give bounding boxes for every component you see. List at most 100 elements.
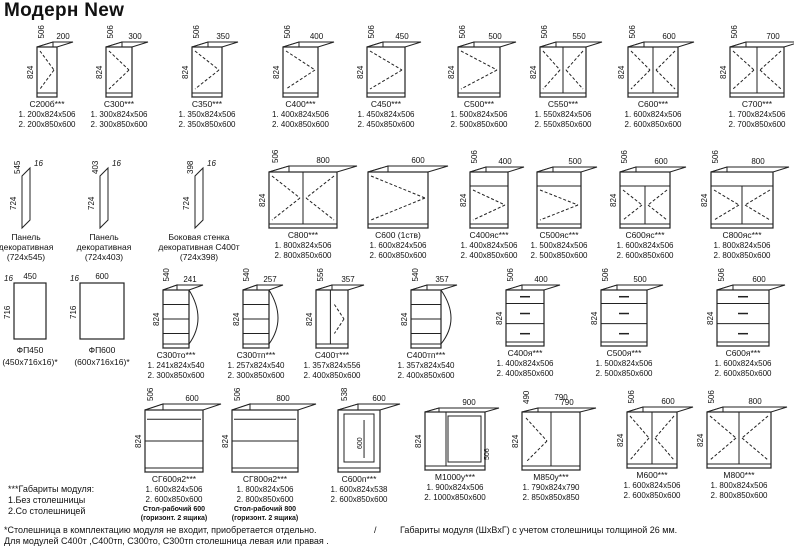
module-code: С400я*** xyxy=(508,348,544,358)
module-variant-2: 2. 300x850x600 xyxy=(148,371,205,380)
module-variant-2: 2. 600x850x600 xyxy=(624,491,681,500)
module-code: СГ600я2*** xyxy=(152,474,197,484)
height-dim: 824 xyxy=(95,65,104,79)
module-variant-1: 1. 200x824x506 xyxy=(19,110,76,119)
depth-dim: 538 xyxy=(340,387,349,401)
module-variant-2: 2. 600x850x600 xyxy=(370,251,427,260)
module-variant-2: 2. 1000x850x600 xyxy=(424,493,486,502)
module-code: С800*** xyxy=(288,230,319,240)
facade-size: (600x716x16)* xyxy=(74,357,130,367)
module-variant-1: 1. 450x824x506 xyxy=(358,110,415,119)
module-variant-2: 2. 400x850x600 xyxy=(272,120,329,129)
module-code: С500*** xyxy=(464,99,495,109)
module-code: С200б*** xyxy=(29,99,65,109)
module-variant-1: 1. 241x824x540 xyxy=(148,361,205,370)
module-variant-1: 1. 600x824x506 xyxy=(625,110,682,119)
module-variant-1: 1. 257x824x540 xyxy=(228,361,285,370)
width-dim: 800 xyxy=(748,397,762,406)
height-dim: 824 xyxy=(511,434,520,448)
width-dim: 400 xyxy=(534,275,548,284)
panel-width-dim: 403 xyxy=(91,160,100,174)
width-dim: 357 xyxy=(341,275,355,284)
module-variant-1: 1. 357x824x556 xyxy=(304,361,361,370)
module-variant-2: 2. 700x850x600 xyxy=(729,120,786,129)
width-dim: 600 xyxy=(654,157,668,166)
panel-size: (724x403) xyxy=(85,252,123,262)
cabinet-front xyxy=(367,171,429,229)
panel-name: Панель xyxy=(11,232,41,242)
module-variant-2: 2. 800x850x600 xyxy=(237,495,294,504)
module-variant-2: 2. 200x850x600 xyxy=(19,120,76,129)
width-dim: 600 xyxy=(372,394,386,403)
module-variant-2: 2. 300x850x600 xyxy=(91,120,148,129)
depth-dim: 506 xyxy=(620,150,629,164)
depth-dim: 490 xyxy=(522,390,531,404)
module-variant-2: 2. 600x850x600 xyxy=(715,369,772,378)
module-variant-2: 2. 800x850x600 xyxy=(711,491,768,500)
module-variant-1: 1. 600x824x506 xyxy=(146,485,203,494)
depth-dim: 506 xyxy=(271,149,280,163)
legend-item-2: 2.Со столешницей xyxy=(8,506,86,516)
cabinet-front xyxy=(191,46,223,98)
height-dim: 824 xyxy=(447,65,456,79)
module-variant-1: 1. 500x824x506 xyxy=(531,241,588,250)
legend-title: ***Габариты модуля: xyxy=(8,484,95,494)
module-code: С600я*** xyxy=(726,348,762,358)
facade-code: ФП450 xyxy=(17,345,44,355)
height-dim: 824 xyxy=(181,65,190,79)
width-dim: 350 xyxy=(216,32,230,41)
module-variant-1: 1. 900x824x506 xyxy=(427,483,484,492)
height-dim: 824 xyxy=(529,65,538,79)
panel-width-dim: 545 xyxy=(13,160,22,174)
module-code: М1000у*** xyxy=(435,472,476,482)
depth-dim: 506 xyxy=(707,390,716,404)
module-code: С300*** xyxy=(104,99,135,109)
depth-dim: 506 xyxy=(37,25,46,39)
module-variant-1: 1. 600x824x506 xyxy=(617,241,674,250)
depth-dim: 506 xyxy=(283,25,292,39)
module-variant-1: 1. 300x824x506 xyxy=(91,110,148,119)
panel-size: (724x398) xyxy=(180,252,218,262)
cabinet-front xyxy=(282,46,319,98)
module-variant-1: 1. 790x824x790 xyxy=(523,483,580,492)
height-dim: 824 xyxy=(356,65,365,79)
worktop-note: (горизонт. 2 ящика) xyxy=(232,515,298,522)
m1000-side-dim: 506 xyxy=(484,448,491,460)
note-worktop: *Столешница в комплектацию модуля не вхо… xyxy=(4,525,317,535)
facade-height-dim: 716 xyxy=(69,305,78,319)
height-dim: 824 xyxy=(616,433,625,447)
module-variant-1: 1. 800x824x506 xyxy=(275,241,332,250)
depth-dim: 506 xyxy=(192,25,201,39)
facade-size: (450x716x16)* xyxy=(2,357,58,367)
panel-name: декоративная xyxy=(77,242,132,252)
panel-thickness-dim: 16 xyxy=(34,159,43,168)
legend-item-1: 1.Без столешницы xyxy=(8,495,86,505)
panel-name: Боковая стенка xyxy=(168,232,229,242)
module-variant-1: 1. 700x824x506 xyxy=(729,110,786,119)
depth-dim: 540 xyxy=(242,268,251,282)
module-variant-2: 2. 600x850x600 xyxy=(146,495,203,504)
note-dimensions: Габариты модуля (ШxВxГ) с учетом столешн… xyxy=(400,525,678,535)
height-dim: 824 xyxy=(590,311,599,325)
cabinet-front xyxy=(366,46,406,98)
module-variant-2: 2. 500x850x600 xyxy=(596,369,653,378)
worktop-note: (горизонт. 2 ящика) xyxy=(141,515,207,522)
depth-dim: 506 xyxy=(628,25,637,39)
width-dim: 500 xyxy=(633,275,647,284)
width-dim: 600 xyxy=(185,394,199,403)
module-code: С500я*** xyxy=(607,348,643,358)
module-variant-2: 2. 400x850x600 xyxy=(398,371,455,380)
facade-rect xyxy=(13,282,47,340)
module-code: С350*** xyxy=(192,99,223,109)
